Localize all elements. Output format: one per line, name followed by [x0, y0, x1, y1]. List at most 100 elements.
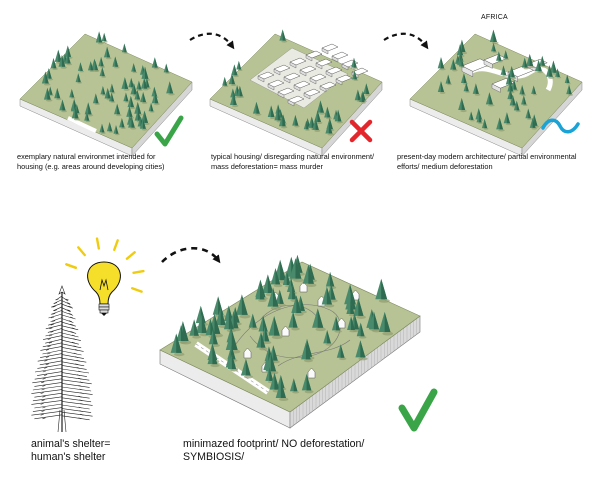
tree: [98, 56, 105, 68]
tree: [47, 86, 54, 97]
tree: [519, 85, 527, 96]
house-wall: [315, 62, 323, 70]
house-wall: [321, 47, 329, 55]
tree: [77, 62, 85, 73]
tree: [463, 82, 470, 93]
tree: [270, 268, 283, 288]
tree: [139, 118, 148, 131]
tree: [289, 258, 305, 283]
tree: [450, 58, 458, 72]
tree: [351, 70, 359, 81]
house-wall: [309, 77, 317, 85]
house-wall: [267, 83, 275, 91]
tree: [109, 83, 116, 94]
house-wall: [331, 55, 339, 63]
tree: [521, 95, 528, 107]
tree: [99, 66, 107, 78]
tree: [265, 353, 279, 375]
tree: [170, 333, 185, 357]
tree: [325, 121, 334, 136]
tree: [292, 114, 300, 128]
house-wall: [319, 85, 327, 93]
house-wall: [289, 61, 297, 69]
tree: [140, 91, 148, 104]
tree: [101, 32, 108, 43]
tree: [54, 87, 62, 101]
tree: [437, 81, 446, 94]
tree: [100, 85, 107, 96]
tree: [45, 68, 54, 81]
tree: [378, 311, 394, 336]
tree: [222, 76, 229, 88]
tree: [236, 85, 245, 99]
tree: [496, 117, 505, 132]
tree: [508, 65, 517, 80]
arrow-1-to-2: [189, 32, 235, 50]
house-wall: [341, 63, 349, 71]
tree: [525, 108, 533, 120]
terrain-top: [409, 33, 583, 149]
tree: [228, 73, 237, 87]
road: [67, 116, 97, 133]
tree: [336, 344, 347, 361]
tree: [248, 313, 259, 331]
tree: [163, 63, 170, 74]
tree: [355, 340, 368, 361]
tree: [236, 60, 243, 72]
tree: [526, 53, 535, 69]
tree: [314, 110, 323, 125]
tree: [359, 92, 366, 104]
arrow-2-to-3: [383, 32, 429, 50]
tree: [43, 87, 53, 102]
check-icon: [154, 115, 184, 147]
tree: [353, 298, 366, 319]
tree: [513, 100, 521, 113]
tree: [351, 57, 359, 70]
tree: [375, 278, 390, 303]
tree: [99, 123, 106, 134]
terrain-block-modern: [409, 29, 583, 157]
tree: [113, 125, 120, 136]
tree: [503, 112, 512, 126]
tree: [324, 106, 332, 120]
tree: [323, 330, 333, 346]
caption-symbiosis: minimazed footprint/ NO deforestation/ S…: [183, 438, 365, 463]
tree: [331, 316, 342, 333]
tree: [92, 60, 100, 72]
light-bulb-icon: [65, 237, 145, 316]
tree: [289, 378, 300, 394]
tree: [252, 101, 262, 116]
tree: [131, 63, 138, 74]
caption-modern: present-day modern architecture/ partial…: [397, 152, 577, 171]
arrow-to-symbiosis: [161, 247, 221, 264]
tree: [69, 88, 76, 99]
tree: [278, 114, 288, 129]
tree: [555, 68, 562, 79]
tree: [84, 102, 94, 117]
cross-icon: [349, 119, 373, 143]
tree: [303, 120, 310, 131]
tree: [151, 91, 160, 106]
tree: [207, 347, 220, 368]
tree: [334, 109, 343, 124]
tree: [103, 46, 112, 60]
tree-houses: [243, 281, 360, 379]
tree: [472, 83, 481, 96]
tree: [121, 43, 129, 54]
tree: [476, 113, 483, 124]
tree: [176, 325, 188, 344]
wave-icon: [541, 118, 580, 134]
tree: [256, 331, 268, 351]
tree: [189, 319, 202, 339]
tree: [148, 102, 155, 113]
tree: [279, 29, 288, 43]
terrain-side-hatching: [289, 318, 417, 428]
check-icon: [398, 388, 438, 432]
tree-cluster: [41, 31, 175, 136]
building-wall: [491, 83, 501, 93]
terrain-block-natural: [19, 31, 193, 157]
tree: [127, 95, 136, 110]
tree: [301, 373, 314, 394]
tree: [459, 57, 466, 69]
tree: [241, 358, 253, 379]
